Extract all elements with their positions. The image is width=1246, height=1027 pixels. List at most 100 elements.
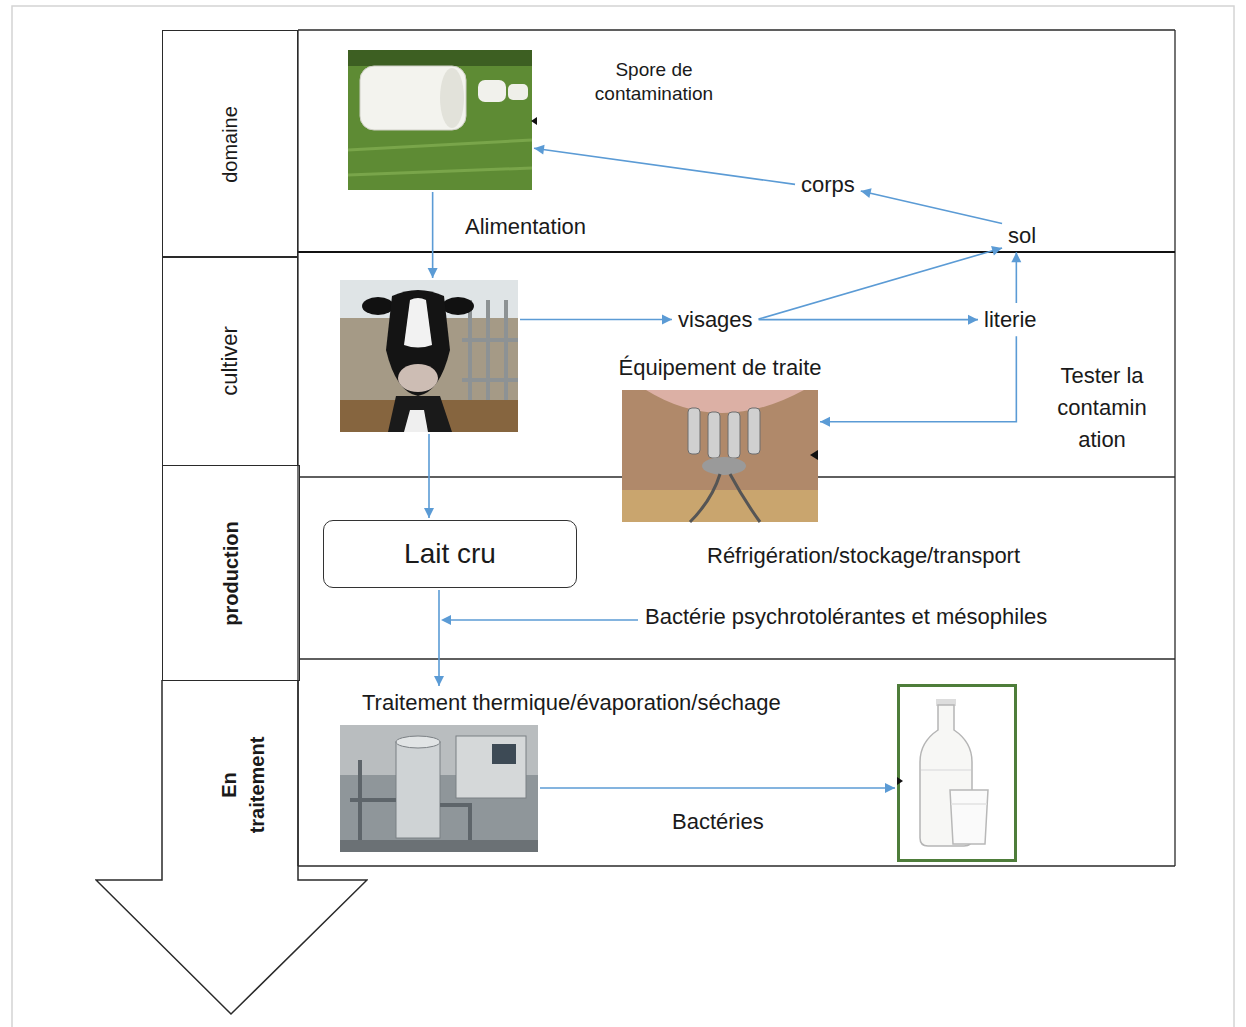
photo-node: [897, 684, 1017, 862]
barn: [340, 280, 518, 432]
cow-ear: [442, 297, 474, 315]
arrowhead: [861, 188, 872, 198]
arrowhead: [968, 315, 978, 325]
connector-line: [540, 787, 895, 789]
milk-photo: [897, 686, 1016, 861]
milk-glass: [950, 790, 988, 844]
connector-line: [432, 192, 434, 278]
arrow-shape: [96, 680, 367, 1014]
grid-line: [298, 251, 1175, 253]
connector: [424, 434, 434, 518]
field: [348, 50, 532, 190]
arrowhead: [991, 246, 1002, 256]
node-label: literie: [984, 307, 1037, 332]
marker: [897, 777, 903, 785]
photo-node: Traitement thermique/évaporation/séchage: [340, 688, 538, 852]
bale: [360, 66, 466, 130]
text-node: literie: [980, 305, 1041, 334]
photo-node: Spore de contamination: [348, 50, 532, 190]
node-label: corps: [801, 172, 855, 197]
photo-heading: Équipement de traite: [562, 354, 878, 382]
teat-cup: [708, 412, 720, 458]
connector: [759, 315, 978, 325]
arrowhead: [1011, 252, 1021, 262]
text-node: visages: [674, 305, 757, 334]
text-node: sol: [1004, 221, 1040, 250]
label-holder: En traitement: [143, 685, 343, 885]
arrowhead: [534, 145, 545, 155]
bales-photo: [348, 50, 537, 190]
box-label: Lait cru: [404, 538, 496, 570]
connector: [1011, 252, 1021, 303]
stage-label: production: [220, 521, 243, 625]
photo-node: [340, 280, 518, 432]
teat-cup: [748, 408, 760, 454]
arrowhead: [434, 676, 444, 686]
field-stripe: [348, 140, 532, 175]
cow-head: [386, 290, 450, 396]
bale: [478, 80, 506, 102]
connector: [820, 336, 1016, 426]
note-label: Bactérie psychrotolérantes et mésophiles: [645, 604, 1047, 630]
milk-level: [951, 803, 987, 805]
panel-window: [492, 744, 516, 764]
leader-arrow: [441, 615, 638, 625]
connector: [540, 783, 895, 793]
text-node: corps: [797, 170, 859, 199]
processing-photo: [340, 725, 538, 852]
page-frame: [12, 6, 1234, 1027]
arrowhead: [820, 417, 830, 427]
stage-label: En traitement: [215, 735, 271, 835]
leader-line: [450, 619, 638, 621]
photo-heading: Traitement thermique/évaporation/séchage: [362, 688, 538, 718]
arrowhead: [662, 315, 672, 325]
connector-line: [861, 191, 1002, 224]
cow-muzzle: [398, 364, 438, 392]
arrow-outline: [95, 680, 368, 1016]
connector: [434, 590, 444, 686]
arrowhead: [428, 268, 438, 278]
photo-frame: [899, 686, 1016, 861]
bale: [508, 84, 528, 100]
floor: [340, 840, 538, 852]
grid-line: [1174, 30, 1175, 866]
connector: [520, 315, 672, 325]
claw: [702, 457, 746, 475]
arrowhead: [441, 615, 451, 625]
grid-line: [298, 29, 1175, 30]
bale-shade: [440, 68, 464, 128]
tank-top: [396, 736, 440, 748]
edge-label: Alimentation: [463, 214, 588, 240]
teat-cup: [688, 408, 700, 454]
hedge: [348, 50, 532, 66]
note-label: Réfrigération/stockage/transport: [707, 543, 1020, 569]
connector-line: [520, 319, 672, 321]
note-label: Tester la contamination: [1054, 360, 1150, 456]
stage-arrow: En traitement: [95, 680, 368, 1016]
connector-line: [438, 590, 440, 686]
background: [622, 390, 818, 522]
connector: [428, 192, 438, 278]
connector: [534, 145, 795, 185]
tank: [396, 742, 440, 838]
background: [340, 725, 538, 852]
stage-band: production: [162, 465, 300, 681]
stage-label: domaine: [219, 106, 242, 183]
connector-line: [534, 148, 795, 184]
cow-patch: [404, 410, 428, 432]
connector: [759, 246, 1003, 319]
connector-line: [759, 248, 1003, 319]
cow-blaze: [404, 298, 432, 348]
milk-tube: [690, 474, 760, 522]
table-grid: [298, 30, 1175, 866]
process-box: Lait cru: [323, 520, 577, 588]
photo-node: Équipement de traite: [622, 390, 818, 522]
milking-photo: [622, 390, 818, 522]
teat-cups: [688, 408, 760, 458]
grid-line: [300, 658, 1175, 659]
photo-heading: Spore de contamination: [579, 58, 729, 106]
cow-neck: [388, 396, 452, 432]
